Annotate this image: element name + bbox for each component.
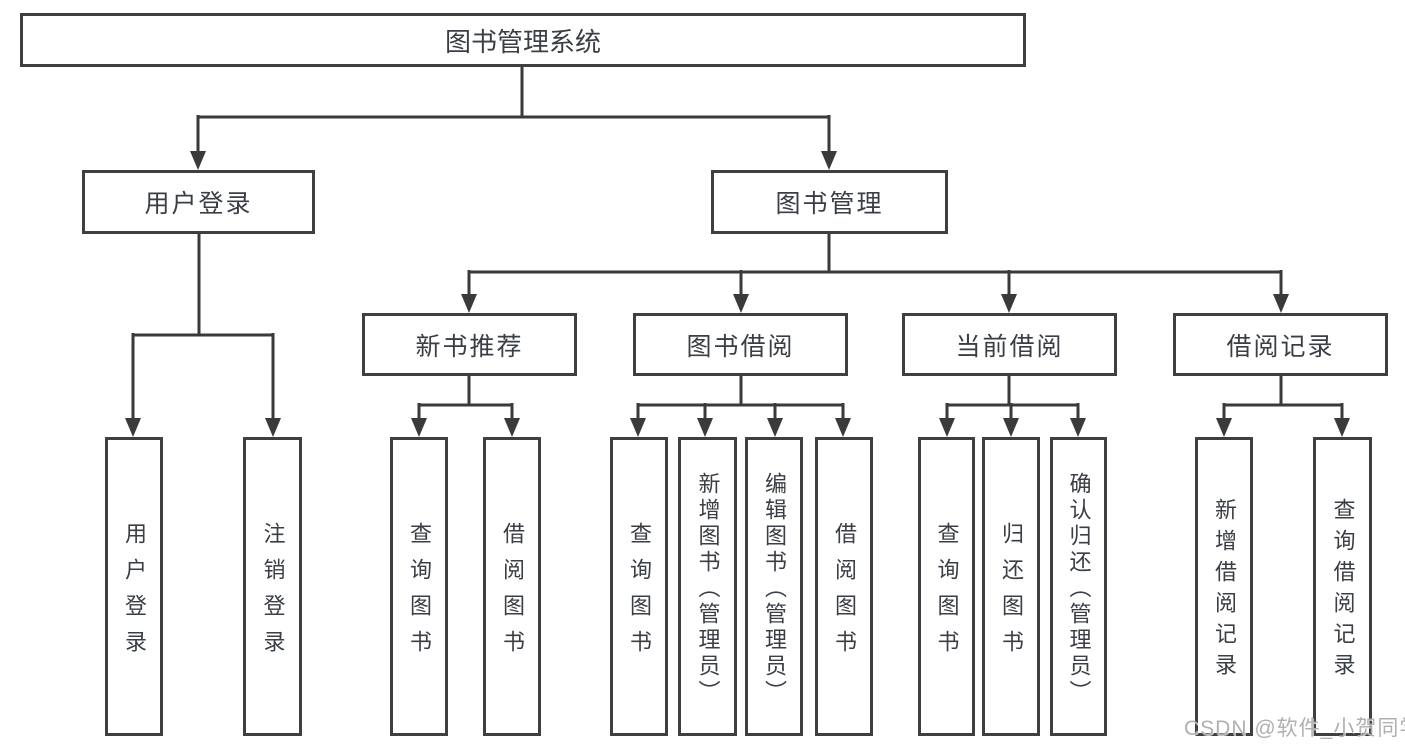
node-new-book-recommendation: 新书推荐 — [362, 313, 577, 376]
leaf-label: 查询借阅记录 — [1330, 498, 1356, 684]
node-label: 用户登录 — [144, 190, 253, 218]
leaf-add-borrow-record: 新增借阅记录 — [1195, 437, 1253, 736]
leaf-label: 编辑图书（管理员） — [762, 471, 787, 706]
node-library-management-system: 图书管理系统 — [20, 13, 1026, 67]
leaf-add-books-admin: 新增图书（管理员） — [678, 437, 737, 736]
leaf-query-books-borrowing: 查询图书 — [610, 437, 668, 736]
leaf-borrow-books: 借阅图书 — [815, 437, 873, 736]
leaf-confirm-return-admin: 确认归还（管理员） — [1050, 437, 1107, 736]
leaf-label: 确认归还（管理员） — [1066, 471, 1092, 706]
node-book-management: 图书管理 — [711, 170, 948, 234]
leaf-label: 查询图书 — [407, 521, 432, 666]
node-label: 新书推荐 — [415, 332, 524, 361]
node-user-login: 用户登录 — [82, 170, 315, 234]
leaf-label: 查询图书 — [627, 521, 652, 666]
node-borrowing-records: 借阅记录 — [1173, 313, 1388, 376]
csdn-watermark: CSDN @软件_小贺同学 — [1184, 717, 1405, 740]
leaf-query-books-current: 查询图书 — [918, 437, 975, 736]
node-label: 当前借阅 — [955, 332, 1064, 361]
leaf-logout: 注销登录 — [243, 437, 302, 736]
node-label: 图书管理系统 — [444, 26, 601, 57]
leaf-label: 新增图书（管理员） — [695, 471, 721, 706]
arrowhead-icons — [125, 151, 1350, 437]
leaf-query-borrow-record: 查询借阅记录 — [1313, 437, 1372, 736]
leaf-label: 借阅图书 — [832, 521, 857, 666]
leaf-return-books: 归还图书 — [982, 437, 1040, 736]
leaf-label: 用户登录 — [122, 521, 147, 666]
node-current-borrowing: 当前借阅 — [902, 313, 1117, 376]
node-label: 图书借阅 — [686, 332, 795, 361]
node-book-borrowing: 图书借阅 — [633, 313, 848, 376]
leaf-label: 查询图书 — [934, 521, 960, 666]
leaf-query-books-recommendation: 查询图书 — [390, 437, 448, 736]
leaf-user-login: 用户登录 — [105, 437, 163, 736]
node-label: 图书管理 — [775, 190, 884, 218]
leaf-label: 借阅图书 — [500, 521, 525, 666]
node-label: 借阅记录 — [1226, 332, 1335, 361]
leaf-borrow-books-recommendation: 借阅图书 — [483, 437, 541, 736]
leaf-label: 注销登录 — [260, 521, 286, 666]
leaf-label: 新增借阅记录 — [1212, 498, 1237, 684]
connector-path — [131, 67, 1344, 420]
leaf-edit-books-admin: 编辑图书（管理员） — [745, 437, 803, 736]
leaf-label: 归还图书 — [999, 521, 1024, 666]
